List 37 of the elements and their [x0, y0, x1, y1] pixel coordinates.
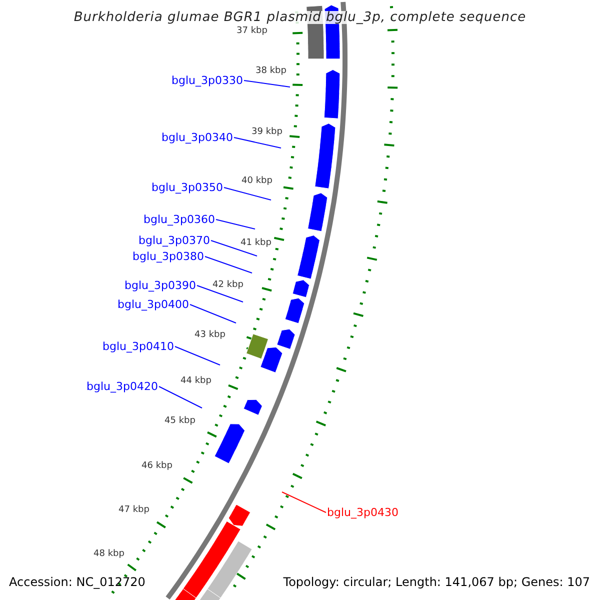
leader-line — [216, 219, 256, 230]
leader-line — [244, 80, 290, 88]
scale-label: 43 kbp — [194, 331, 226, 340]
scale-label: 47 kbp — [118, 506, 150, 515]
accession-text: Accession: NC_012720 — [9, 576, 146, 588]
gene-label: bglu_3p0330 — [172, 75, 243, 86]
title: Burkholderia glumae BGR1 plasmid bglu_3p, complete sequence — [74, 11, 526, 24]
leader-line — [210, 240, 258, 256]
scale-label: 44 kbp — [180, 377, 212, 386]
gene-label: bglu_3p0410 — [102, 341, 174, 352]
scale-label: 38 kbp — [254, 67, 288, 76]
summary-text: Topology: circular; Length: 141,067 bp; Genes: 107 — [283, 576, 590, 588]
gene-label: bglu_3p0430 — [327, 507, 398, 518]
scale-label: 37 kbp — [236, 27, 268, 36]
leader-line — [196, 285, 244, 302]
scale-label: 39 kbp — [250, 128, 284, 137]
leader-line — [282, 492, 326, 513]
gene-label: bglu_3p0360 — [144, 214, 215, 225]
scale-label: 48 kbp — [92, 550, 126, 559]
scale-label: 40 kbp — [240, 177, 274, 186]
scale-label: 46 kbp — [140, 462, 174, 471]
gene-label: bglu_3p0380 — [132, 251, 204, 262]
gene-label: bglu_3p0390 — [124, 280, 196, 291]
gene-label: bglu_3p0340 — [162, 132, 233, 143]
gene-label: bglu_3p0420 — [86, 381, 158, 392]
leader-line — [224, 187, 272, 200]
leader-line — [204, 256, 252, 274]
scale-label: 41 kbp — [240, 239, 272, 248]
leader-line — [190, 304, 236, 324]
leader-line — [234, 137, 282, 148]
gene-label: bglu_3p0370 — [138, 235, 210, 246]
scale-label: 45 kbp — [164, 417, 196, 426]
gene-label: bglu_3p0400 — [118, 299, 189, 310]
scale-label: 42 kbp — [212, 281, 244, 290]
gene-label: bglu_3p0350 — [152, 182, 223, 193]
leader-line — [174, 346, 220, 366]
leader-line — [158, 386, 202, 408]
